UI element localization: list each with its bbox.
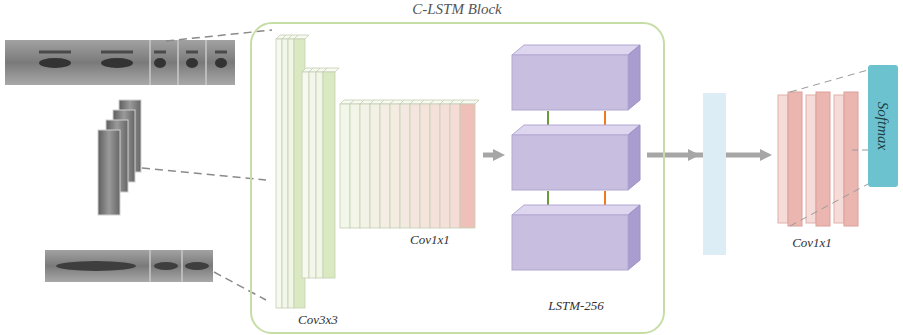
lstm-box (512, 135, 628, 190)
feature-bar (703, 93, 726, 255)
conv-slab (834, 95, 844, 223)
conv-slab-top (460, 100, 479, 104)
block-heading: C-LSTM Block (412, 0, 502, 18)
conv-slab (440, 104, 450, 228)
frame-divider (177, 40, 179, 85)
conv-slab (806, 95, 816, 223)
leader-line (214, 272, 266, 300)
conv-stack: Cov3x3 Cov1x1 (268, 30, 483, 332)
lstm-box-top (512, 45, 640, 55)
conv-slab (309, 72, 316, 278)
eye-shape (101, 58, 133, 68)
lip-shape (56, 261, 136, 271)
frame-divider (205, 40, 207, 85)
lstm-box-top (512, 205, 640, 215)
conv-layer: Cov1x1 (772, 85, 852, 255)
brow-shape (39, 51, 71, 54)
conv-slab (844, 92, 858, 226)
conv-slab (370, 104, 380, 228)
projection-line (790, 70, 868, 92)
conv-slab (410, 104, 420, 228)
lip-shape (154, 262, 178, 270)
conv-slab (460, 104, 475, 228)
conv-slab (350, 104, 360, 228)
frame-divider (149, 40, 151, 85)
flow-arrow (483, 153, 497, 158)
flow-arrow (852, 149, 868, 150)
conv-slab (316, 72, 323, 278)
layer-label: Cov1x1 (410, 232, 450, 248)
leader-line (142, 168, 266, 180)
eye-shape (154, 58, 166, 68)
conv-slab (282, 39, 288, 308)
conv-slab (380, 104, 390, 228)
brow-shape (215, 51, 227, 54)
conv-slab (400, 104, 410, 228)
conv-slab (340, 104, 350, 228)
conv-slab (430, 104, 440, 228)
conv-slab (778, 95, 788, 223)
brow-shape (154, 51, 166, 54)
conv-slab (360, 104, 370, 228)
lip-shape (185, 262, 209, 270)
conv-slab (323, 72, 335, 278)
layer-label: Cov1x1 (792, 235, 832, 251)
lstm-box (512, 55, 628, 110)
frame-divider (149, 250, 151, 282)
block-outline (250, 22, 665, 334)
conv-slab-top (294, 35, 309, 39)
conv-slab (390, 104, 400, 228)
leader-line (166, 30, 272, 41)
conv-slab (420, 104, 430, 228)
conv-slab (302, 72, 309, 278)
conv-slab (788, 92, 802, 226)
eye-shape (39, 58, 71, 68)
softmax-box: Softmax (868, 65, 898, 187)
lstm-stack: LSTM-256 (505, 40, 647, 325)
eye-shape (215, 58, 227, 68)
conv-slab (288, 39, 294, 308)
eye-image (5, 40, 235, 85)
brow-shape (186, 51, 198, 54)
lstm-box (512, 215, 628, 270)
lstm-box-side (628, 45, 640, 110)
layer-label: Cov3x3 (298, 312, 338, 328)
layer-label: Softmax (874, 102, 892, 150)
layer-label: LSTM-256 (548, 298, 604, 314)
lstm-box-side (628, 125, 640, 190)
conv-slab (276, 39, 282, 308)
mouth-image (45, 250, 213, 282)
frame-divider (181, 250, 183, 282)
lstm-box-side (628, 205, 640, 270)
conv-slab (450, 104, 460, 228)
nose-image (98, 130, 120, 215)
eye-shape (186, 58, 198, 68)
arrowhead (688, 149, 700, 161)
block-container: C-LSTM BlockCov3x3 Cov1x1LSTM-256 (250, 0, 665, 334)
conv-slab-top (323, 68, 339, 72)
lstm-box-top (512, 125, 640, 135)
brow-shape (101, 51, 133, 54)
projection-line (790, 184, 868, 226)
